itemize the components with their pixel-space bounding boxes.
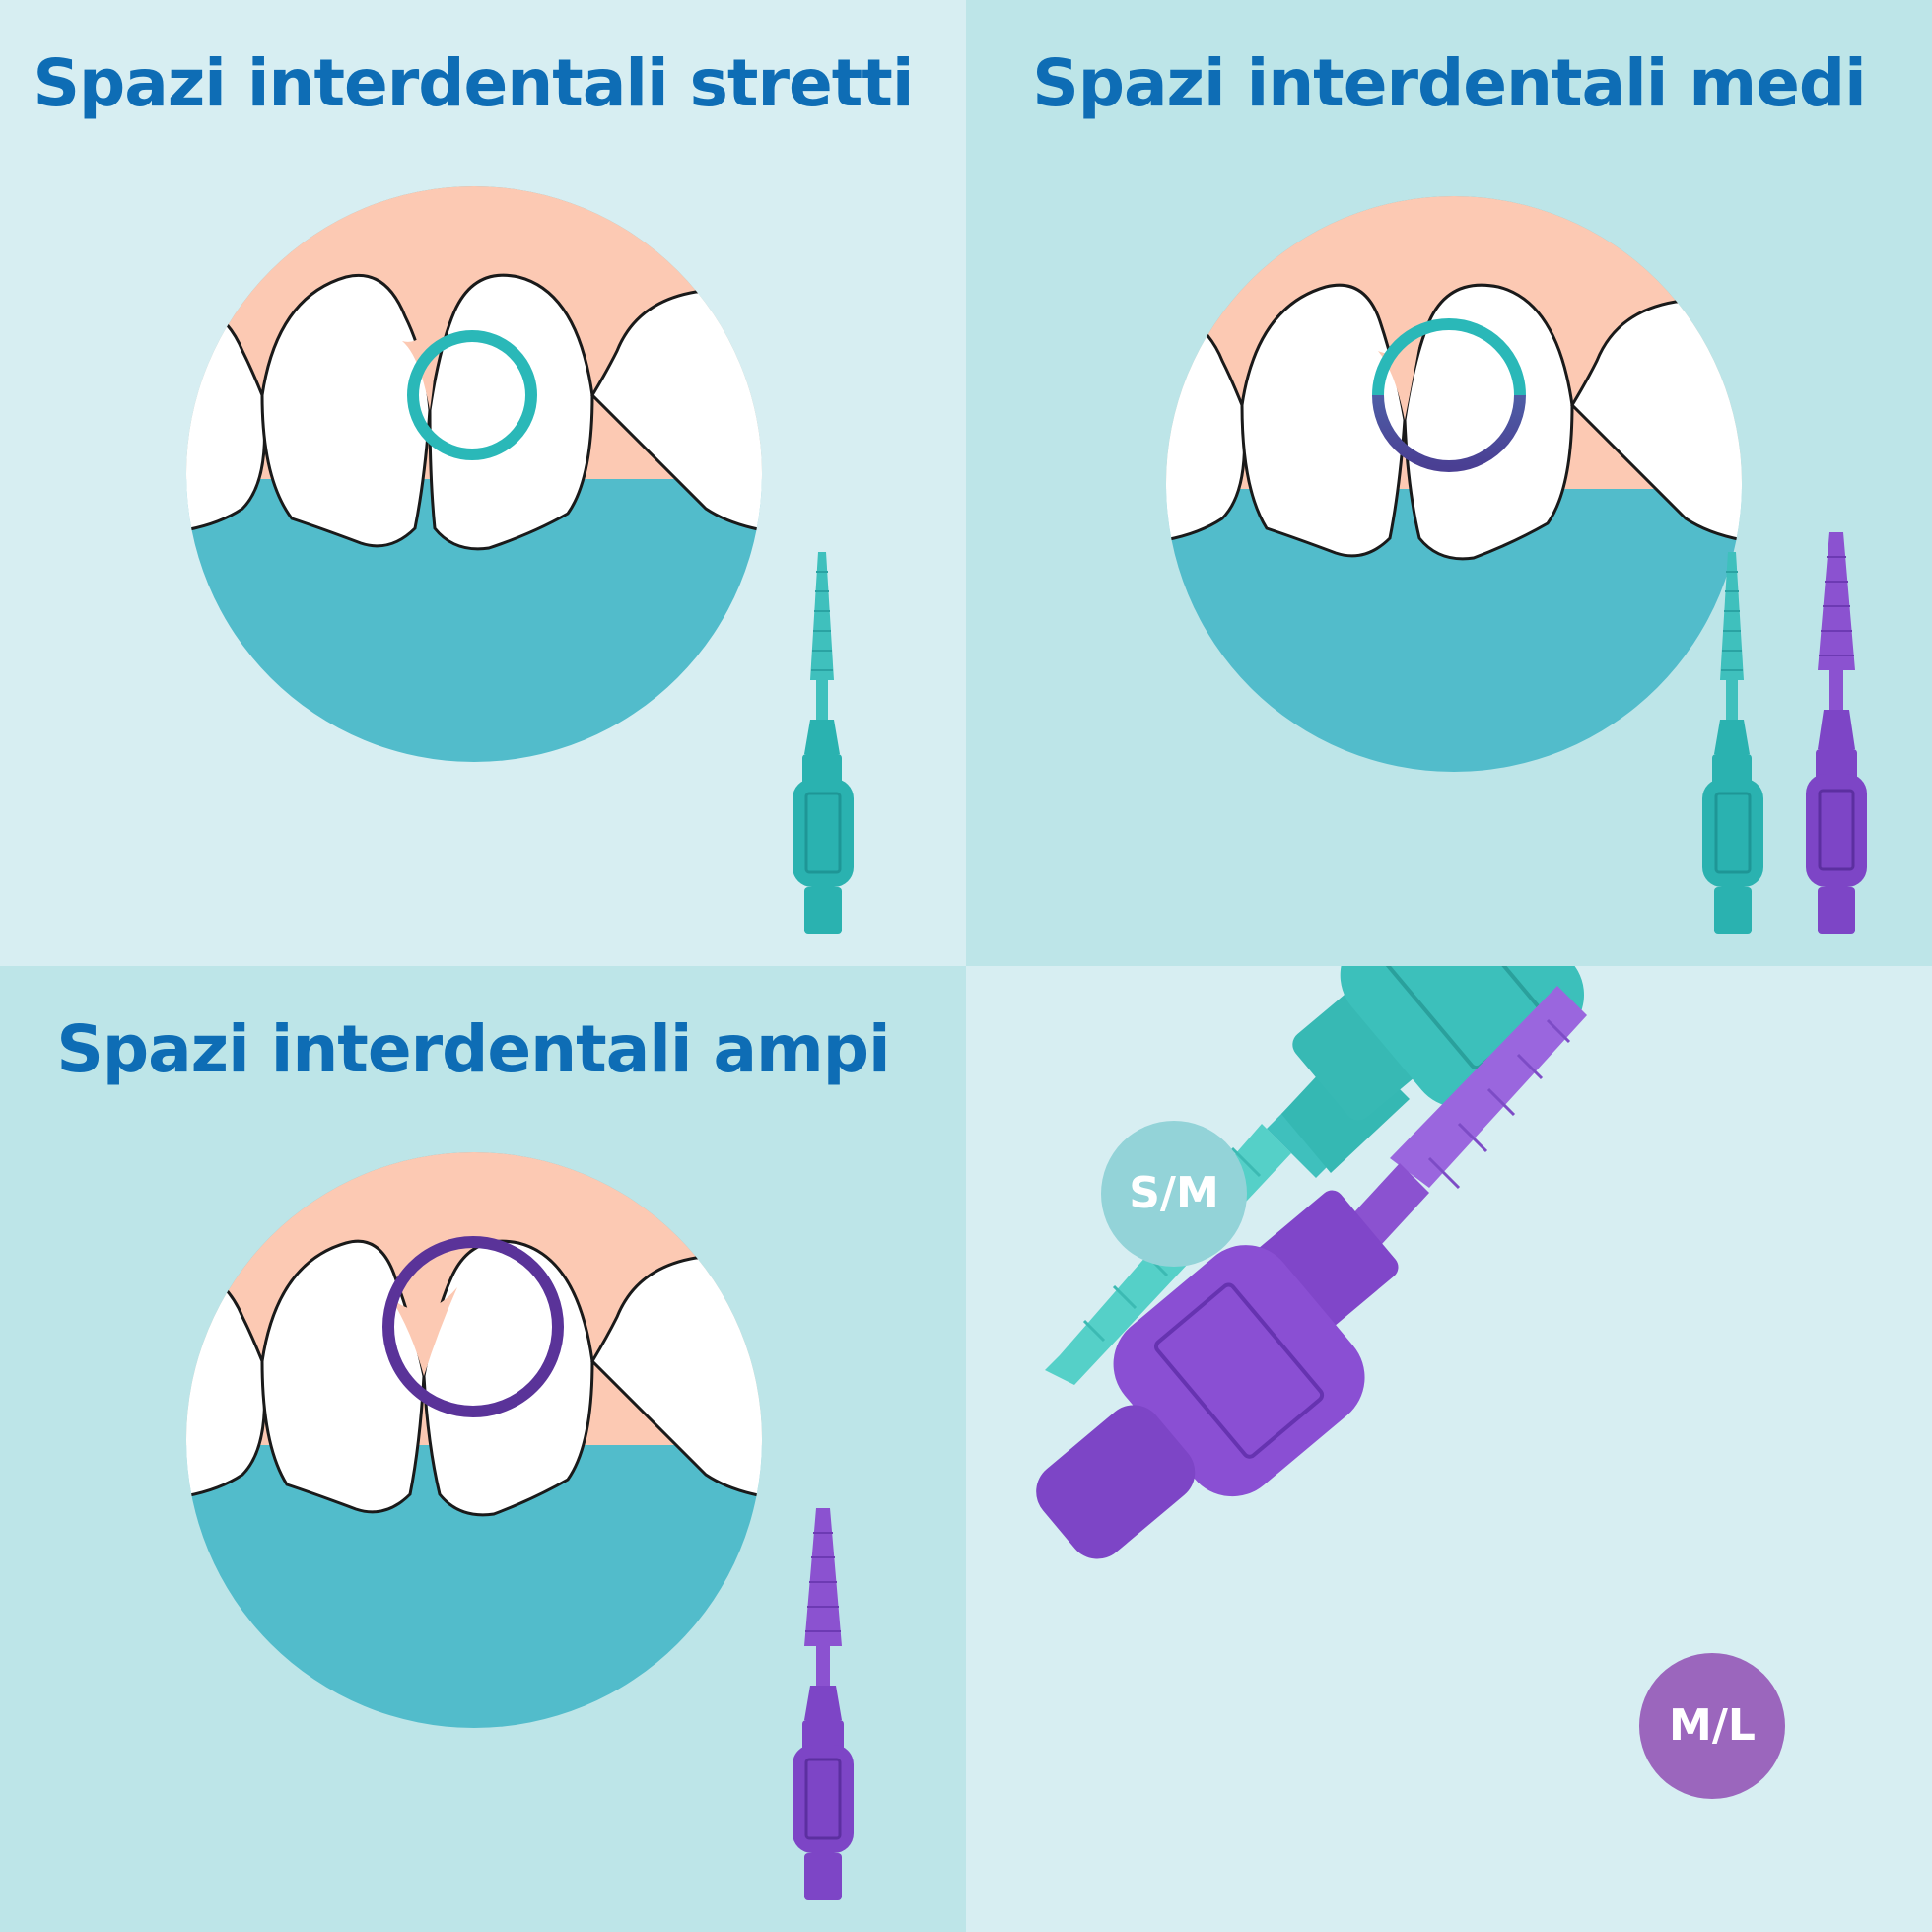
teeth-illustration (1166, 196, 1742, 772)
panel-title: Spazi interdentali medi (1032, 45, 1867, 121)
medium-gap-ring (1372, 318, 1526, 472)
teal-brush-icon (793, 552, 854, 934)
size-badge-ml: M/L (1639, 1653, 1785, 1799)
teeth-illustration (186, 186, 762, 762)
teal-brush-icon (1702, 552, 1763, 934)
purple-brush-large (1036, 986, 1587, 1559)
product-illustration (1036, 966, 1587, 1559)
panel-title: Spazi interdentali stretti (33, 45, 915, 121)
panel-wide-spaces: Spazi interdentali ampi (0, 966, 966, 1932)
panel-title: Spazi interdentali ampi (56, 1011, 890, 1087)
panel-product-sizes: S/M M/L (966, 966, 1932, 1932)
purple-brush-icon (793, 1508, 854, 1900)
purple-brush-icon (1806, 532, 1867, 934)
wide-gap-ring (382, 1236, 564, 1417)
teeth-illustration (186, 1152, 762, 1728)
panel-narrow-spaces: Spazi interdentali stretti (0, 0, 966, 966)
panel-medium-spaces: Spazi interdentali medi (966, 0, 1932, 966)
narrow-gap-ring (407, 330, 537, 460)
size-badge-sm: S/M (1101, 1121, 1247, 1267)
